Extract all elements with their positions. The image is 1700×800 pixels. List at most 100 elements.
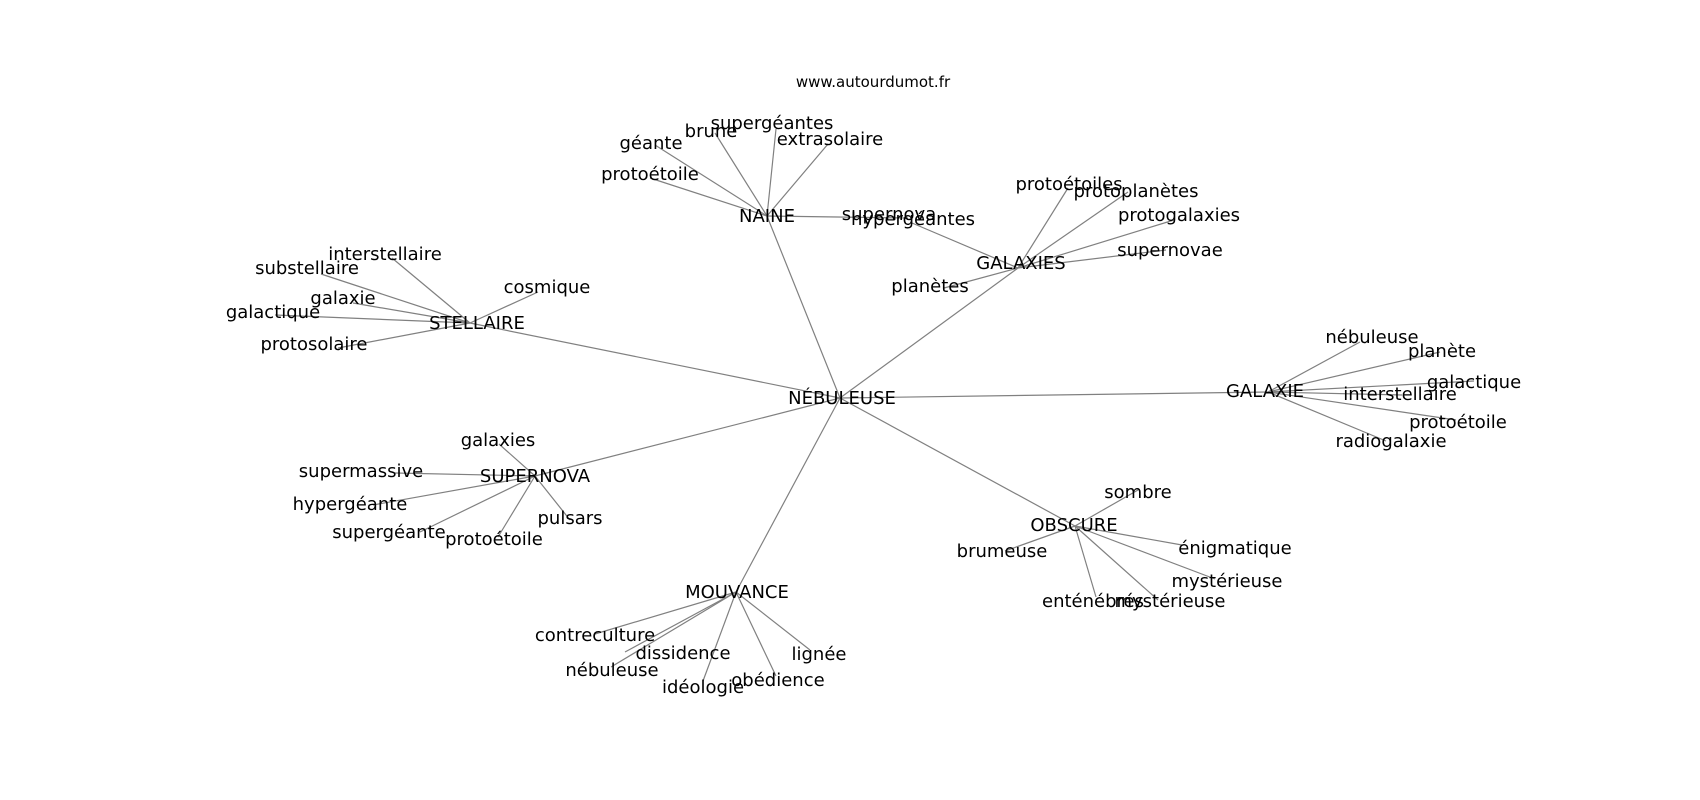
edge-mouvance-to-obedience <box>735 591 777 677</box>
leaf-node-naine-supergeantes: supergéantes <box>711 113 834 134</box>
leaf-node-galaxies-supernovae: supernovae <box>1117 240 1223 261</box>
leaf-node-naine-geante: géante <box>619 133 682 154</box>
hub-node-galaxies: GALAXIES <box>976 253 1065 274</box>
edge-mouvance-to-contreculture <box>594 591 737 635</box>
leaf-node-galaxie-radiogalaxie: radiogalaxie <box>1335 431 1446 452</box>
edge-naine-to-supernova <box>766 215 909 219</box>
leaf-node-mouvance-lignee: lignée <box>792 644 847 665</box>
edge-galaxies-to-supernovae <box>1017 249 1167 269</box>
edge-stellaire-to-substellaire <box>320 273 471 324</box>
edge-stellaire-to-cosmique <box>469 291 539 324</box>
edge-obscure-to-mysterieuse <box>1074 525 1159 601</box>
leaf-node-stellaire-cosmique: cosmique <box>504 277 591 298</box>
leaf-node-obscure-entenebres: enténébrés <box>1042 591 1144 612</box>
leaf-node-mouvance-obedience: obédience <box>731 670 824 691</box>
leaf-node-supernova-pulsars: pulsars <box>537 508 602 529</box>
edge-naine-to-geante <box>654 144 768 217</box>
leaf-node-obscure-mysterieuse: mystérieuse <box>1114 591 1225 612</box>
edge-supernova-to-hypergeante <box>372 475 536 506</box>
leaf-node-supernova-supergeante: supergéante <box>332 522 445 543</box>
leaf-node-mouvance-ideologie: idéologie <box>662 677 744 698</box>
source-watermark: www.autourdumot.fr <box>796 73 951 91</box>
leaf-node-stellaire-protosolaire: protosolaire <box>260 334 367 355</box>
edge-naine-to-supergeantes <box>766 128 777 217</box>
leaf-node-supernova-hypergeante: hypergéante <box>293 494 408 515</box>
edge-center-to-galaxie <box>839 391 1269 399</box>
edge-mouvance-to-ideologie <box>702 591 737 682</box>
edge-galaxie-to-radiogalaxie <box>1267 391 1387 442</box>
edge-supernova-to-galaxies <box>498 443 536 477</box>
leaf-node-galaxies-protoetoiles: protoétoiles <box>1015 174 1122 195</box>
hub-node-obscure: OBSCURE <box>1030 515 1117 536</box>
leaf-node-supernova-supermassive: supermassive <box>299 461 423 482</box>
edge-obscure-to-mysterieuse <box>1074 525 1216 580</box>
leaf-node-stellaire-interstellaire: interstellaire <box>328 244 442 265</box>
edge-galaxies-to-hypergeantes <box>911 222 1019 269</box>
edge-galaxie-to-interstellaire <box>1267 391 1403 396</box>
hub-node-naine: NAINE <box>739 206 795 227</box>
leaf-node-obscure-mysterieuse: mystérieuse <box>1171 571 1282 592</box>
leaf-node-naine-brune: brune <box>685 121 738 142</box>
edge-galaxie-to-nebuleuse <box>1267 341 1361 393</box>
leaf-node-naine-supernova: supernova <box>842 204 936 225</box>
leaf-node-obscure-enigmatique: énigmatique <box>1178 538 1291 559</box>
edge-galaxies-to-protoplanetes <box>1017 191 1129 269</box>
edge-mouvance-to-dissidence <box>624 591 737 653</box>
leaf-node-galaxie-nebuleuse: nébuleuse <box>1325 327 1418 348</box>
leaf-node-mouvance-nebuleuse: nébuleuse <box>565 660 658 681</box>
edge-supernova-to-protoetoile <box>497 475 536 538</box>
hub-node-galaxie: GALAXIE <box>1226 381 1304 402</box>
leaf-node-supernova-galaxies: galaxies <box>461 430 536 451</box>
edge-obscure-to-enigmatique <box>1074 525 1183 546</box>
leaf-node-supernova-protoetoile: protoétoile <box>445 529 543 550</box>
leaf-node-galaxie-planete: planète <box>1408 341 1476 362</box>
leaf-node-stellaire-galactique: galactique <box>226 302 320 323</box>
leaf-node-stellaire-galaxie: galaxie <box>310 288 375 309</box>
leaf-node-mouvance-contreculture: contreculture <box>535 625 655 646</box>
leaf-node-obscure-sombre: sombre <box>1104 482 1171 503</box>
edge-galaxies-to-planetes <box>943 267 1019 289</box>
edge-galaxies-to-protoetoiles <box>1017 187 1069 269</box>
leaf-node-naine-protoetoile: protoétoile <box>601 164 699 185</box>
edge-naine-to-brune <box>714 132 768 217</box>
leaf-node-galaxies-hypergeantes: hypergéantes <box>851 209 975 230</box>
edge-center-to-supernova <box>534 397 841 477</box>
edge-mouvance-to-lignee <box>735 591 811 651</box>
edge-naine-to-extrasolaire <box>766 143 829 217</box>
edge-galaxies-to-protogalaxies <box>1017 219 1175 269</box>
edge-obscure-to-brumeuse <box>1004 525 1076 552</box>
edge-center-to-stellaire <box>469 322 841 399</box>
leaf-node-naine-extrasolaire: extrasolaire <box>777 129 883 150</box>
edge-galaxie-to-galactique <box>1267 380 1475 393</box>
leaf-node-galaxies-planetes: planètes <box>891 276 968 297</box>
edge-stellaire-to-interstellaire <box>391 257 471 324</box>
leaf-node-galaxies-protoplanetes: protoplanètes <box>1074 181 1199 202</box>
edge-center-to-obscure <box>839 397 1076 527</box>
hub-node-stellaire: STELLAIRE <box>429 313 525 334</box>
edge-supernova-to-supergeante <box>419 475 536 533</box>
edge-galaxie-to-planete <box>1267 351 1441 393</box>
leaf-node-stellaire-substellaire: substellaire <box>255 258 359 279</box>
leaf-node-galaxies-protogalaxies: protogalaxies <box>1118 205 1240 226</box>
edge-naine-to-protoetoile <box>649 177 768 217</box>
edge-stellaire-to-galaxie <box>352 302 471 324</box>
hub-node-supernova: SUPERNOVA <box>480 466 591 487</box>
graph-labels: www.autourdumot.fr NÉBULEUSE NAINE protoét… <box>226 73 1521 698</box>
leaf-node-galaxie-interstellaire: interstellaire <box>1343 384 1457 405</box>
edge-supernova-to-pulsars <box>534 475 571 521</box>
leaf-node-galaxie-galactique: galactique <box>1427 372 1521 393</box>
edge-stellaire-to-galactique <box>274 314 471 324</box>
edge-center-to-mouvance <box>735 397 841 593</box>
edge-stellaire-to-protosolaire <box>337 322 471 349</box>
edge-obscure-to-sombre <box>1074 489 1139 527</box>
leaf-node-mouvance-dissidence: dissidence <box>635 643 730 664</box>
graph-edges <box>274 128 1475 682</box>
leaf-node-obscure-brumeuse: brumeuse <box>957 541 1048 562</box>
edge-obscure-to-entenebres <box>1074 525 1097 598</box>
hub-node-mouvance: MOUVANCE <box>685 582 789 603</box>
edge-center-to-galaxies <box>839 267 1019 399</box>
edge-galaxie-to-protoetoile <box>1267 391 1457 421</box>
leaf-node-galaxie-protoetoile: protoétoile <box>1409 412 1507 433</box>
center-node-label: NÉBULEUSE <box>788 387 896 409</box>
